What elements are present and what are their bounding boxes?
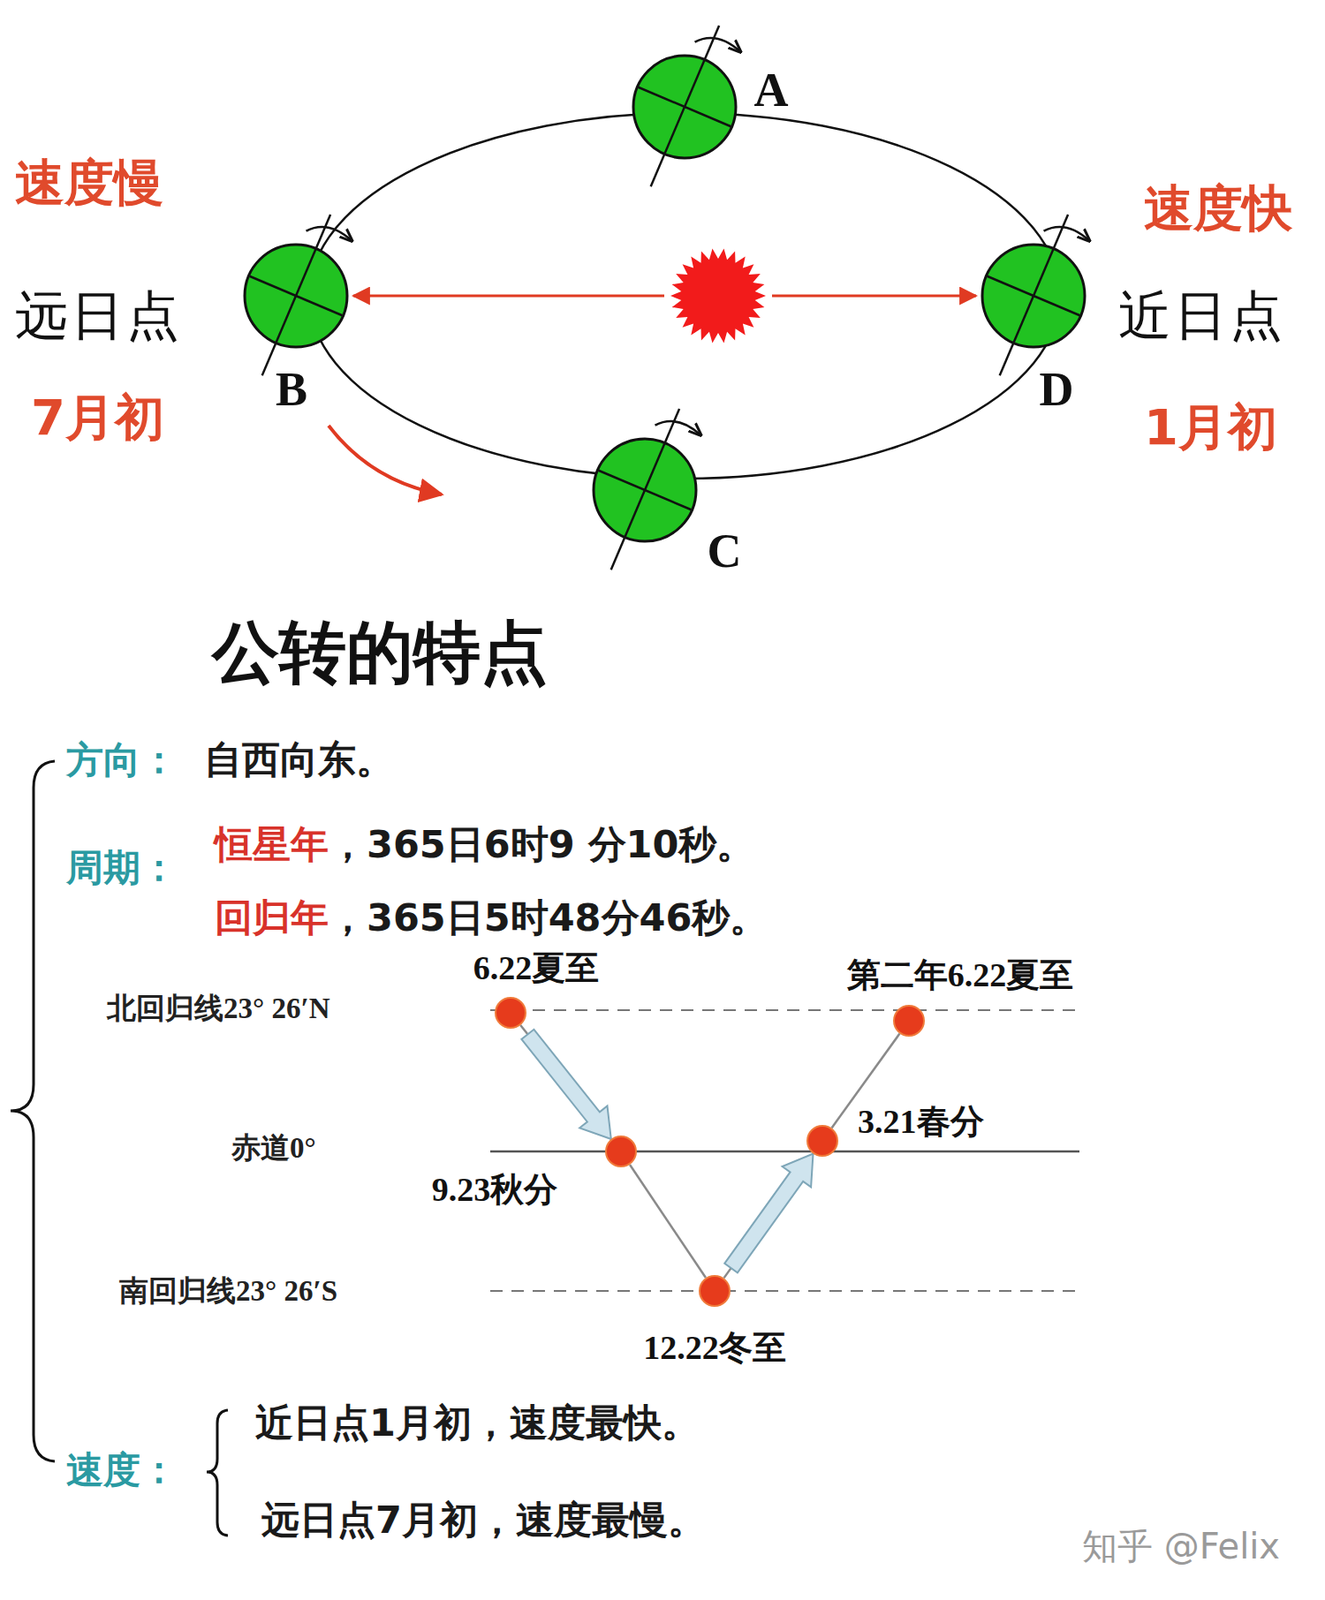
speed-note: 速度快 — [1143, 175, 1293, 243]
globe-shape — [631, 53, 738, 160]
item-text: 自西向东。 — [204, 734, 394, 787]
path-line — [629, 1165, 706, 1279]
date-note: 1月初 — [1143, 394, 1278, 462]
item-text: 近日点1月初，速度最快。 — [255, 1398, 700, 1450]
subsolar-point: 第二年6.22夏至 — [893, 1005, 925, 1038]
tropic-line — [490, 1009, 1080, 1012]
equator-line — [490, 1150, 1080, 1154]
watermark: 知乎 @Felix — [1082, 1522, 1280, 1572]
position-letter: B — [275, 362, 308, 417]
item-text: ，365日6时9 分10秒。 — [328, 819, 755, 871]
date-note: 7月初 — [30, 385, 165, 453]
item-heading: 速度： — [66, 1446, 178, 1496]
globe-shape — [980, 242, 1087, 349]
date-label: 12.22冬至 — [643, 1325, 787, 1371]
position-letter: A — [754, 62, 789, 118]
item-heading: 方向： — [66, 735, 178, 786]
position-letter: C — [707, 523, 742, 579]
path-line — [723, 1154, 813, 1280]
tropic-line — [490, 1290, 1080, 1293]
subsolar-point: 6.22夏至 — [494, 997, 527, 1030]
path-connector — [629, 1165, 706, 1279]
date-label: 3.21春分 — [857, 1099, 985, 1145]
path-line — [520, 1025, 612, 1140]
globe-shape — [591, 437, 698, 544]
title: 公转的特点 — [212, 608, 548, 700]
latitude-label: 南回归线23° 26′S — [119, 1272, 338, 1312]
dot-shape — [494, 997, 527, 1030]
date-label: 6.22夏至 — [473, 946, 600, 992]
latitude-label: 赤道0° — [231, 1128, 317, 1169]
dot-shape — [698, 1275, 731, 1308]
orbit-ellipse — [309, 113, 1060, 479]
orbit-point-name: 远日点 — [15, 280, 182, 353]
item-text: ，365日5时48分46秒。 — [328, 893, 768, 945]
latitude-label: 北回归线23° 26′N — [106, 989, 331, 1030]
earth-globe: C — [591, 437, 698, 544]
sun-arrow — [772, 295, 977, 298]
path-connector — [723, 1154, 813, 1280]
date-label: 9.23秋分 — [431, 1167, 559, 1213]
item-heading: 周期： — [66, 843, 178, 894]
path-connector — [520, 1025, 612, 1140]
earth-globe: D — [980, 242, 1087, 349]
dot-shape — [605, 1135, 637, 1168]
dot-shape — [806, 1125, 839, 1158]
sun-symbol — [670, 248, 766, 343]
item-text: 远日点7月初，速度最慢。 — [261, 1495, 706, 1547]
globe-shape — [242, 242, 349, 349]
date-label: 第二年6.22夏至 — [847, 953, 1075, 999]
sun-arrow — [353, 295, 665, 298]
earth-globe: A — [631, 53, 738, 160]
year-name: 回归年 — [214, 893, 329, 945]
brace — [206, 1410, 228, 1537]
orbit-point-name: 近日点 — [1118, 280, 1286, 353]
direction-arrow — [521, 1029, 611, 1140]
subsolar-point: 12.22冬至 — [698, 1275, 731, 1308]
subsolar-point: 9.23秋分 — [605, 1135, 637, 1168]
speed-note: 速度慢 — [15, 150, 164, 218]
brace — [10, 761, 55, 1462]
position-letter: D — [1039, 362, 1075, 417]
subsolar-point: 3.21春分 — [806, 1125, 839, 1158]
year-name: 恒星年 — [214, 819, 329, 871]
direction-arrow — [724, 1154, 813, 1274]
earth-globe: B — [242, 242, 349, 349]
direction-arrow — [328, 425, 442, 495]
dot-shape — [893, 1005, 925, 1038]
